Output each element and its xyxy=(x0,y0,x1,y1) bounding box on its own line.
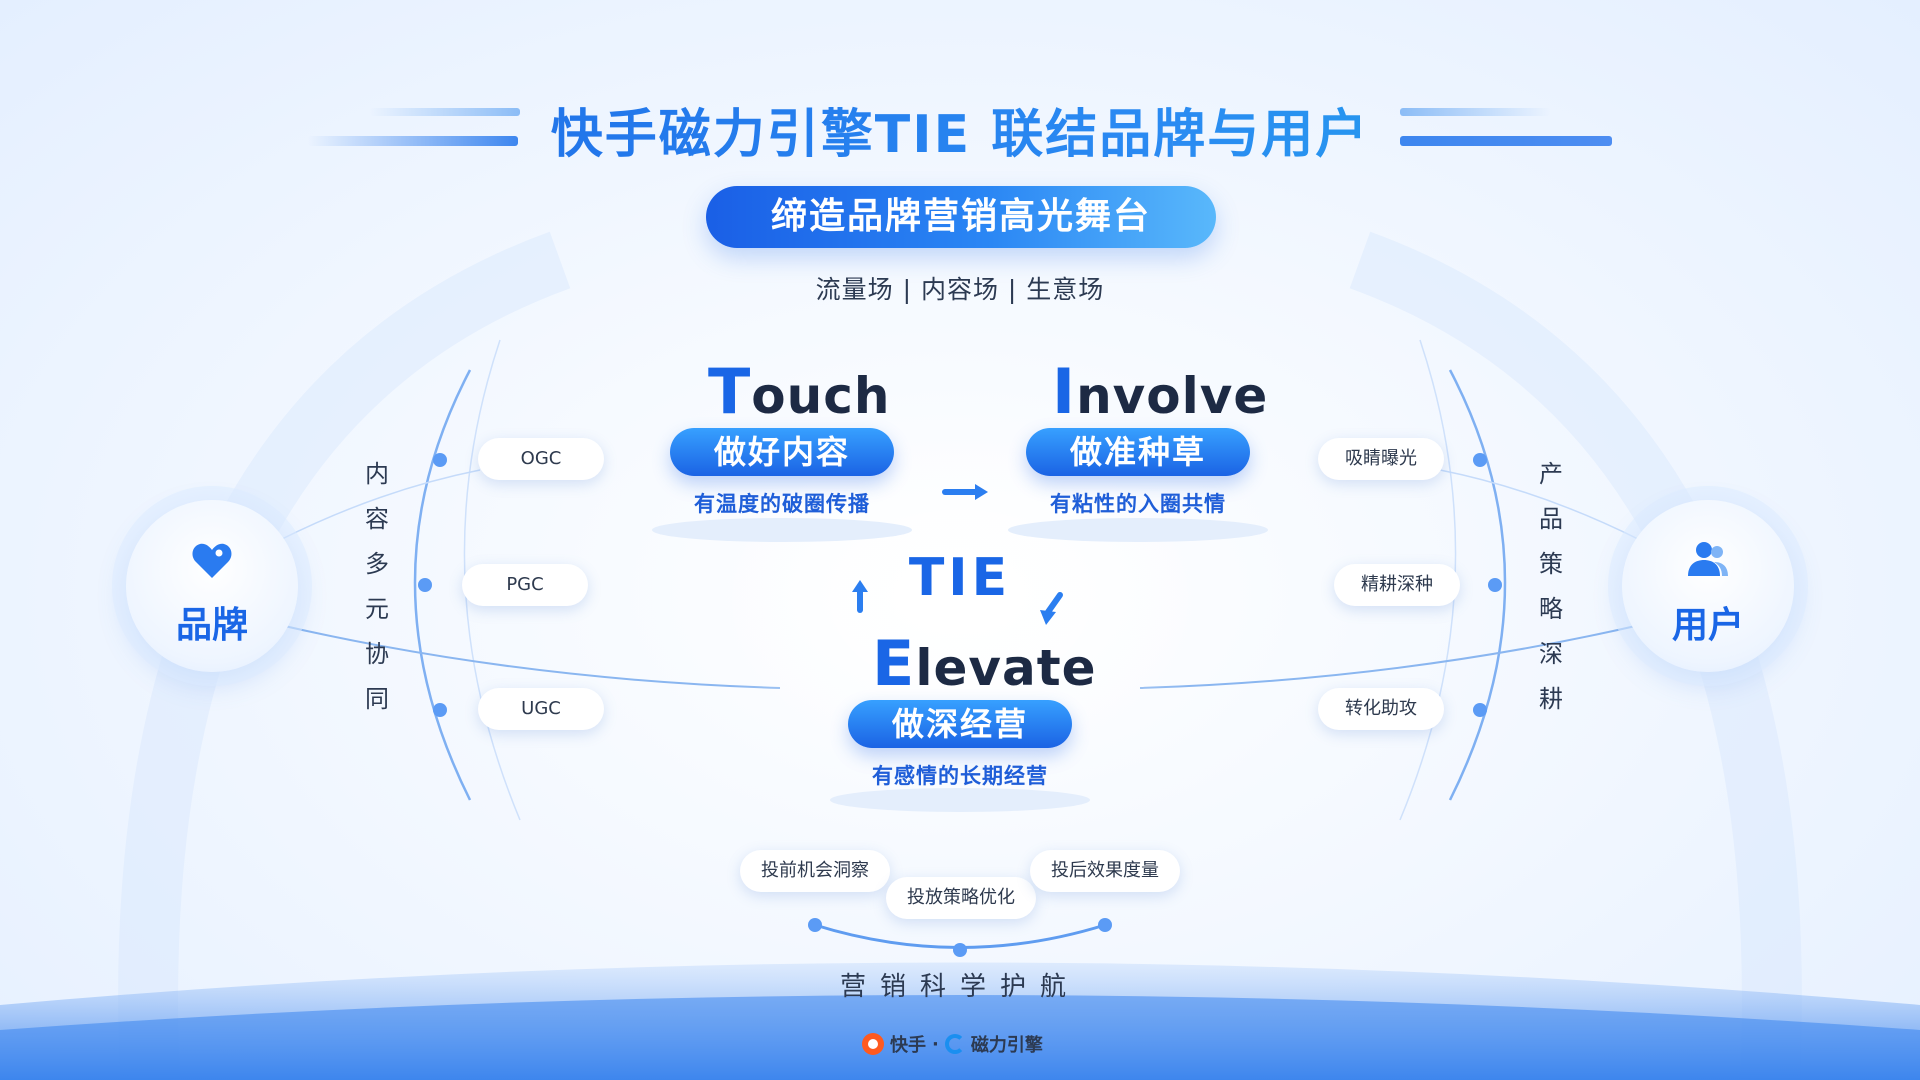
title-decor-left-top xyxy=(370,108,520,116)
tag-ogc: OGC xyxy=(478,438,604,480)
touch-pill: 做好内容 xyxy=(670,428,894,476)
cili-logo-icon xyxy=(944,1034,965,1054)
involve-word: Involve xyxy=(1052,355,1268,428)
user-circle: 用户 xyxy=(1622,500,1794,672)
user-label: 用户 xyxy=(1671,605,1744,646)
tag-post-measure: 投后效果度量 xyxy=(1030,850,1180,892)
heart-tag-icon xyxy=(192,543,232,578)
elevate-cap: E xyxy=(872,627,916,700)
footer-separator: · xyxy=(932,1033,939,1055)
node-dot xyxy=(953,943,967,957)
left-vertical-text: 内 容 多 元 协 同 xyxy=(365,460,389,713)
page-title: 快手磁力引擎TIE 联结品牌与用户 xyxy=(0,92,1920,167)
brand-label: 品牌 xyxy=(175,605,248,646)
tag-attention: 吸睛曝光 xyxy=(1318,438,1444,480)
tag-pgc: PGC xyxy=(462,564,588,606)
tag-deep-cultivation: 精耕深种 xyxy=(1334,564,1460,606)
right-vertical-text: 产 品 策 略 深 耕 xyxy=(1539,460,1563,713)
users-icon xyxy=(1688,542,1728,576)
tag-pre-insight: 投前机会洞察 xyxy=(740,850,890,892)
tie-center-label: TIE xyxy=(908,548,1012,608)
involve-rest: nvolve xyxy=(1076,367,1269,425)
touch-cap: T xyxy=(708,355,752,428)
elevate-word: Elevate xyxy=(872,627,1097,700)
tag-ugc: UGC xyxy=(478,688,604,730)
kuaishou-logo-icon xyxy=(862,1033,884,1055)
tag-strategy-optimize: 投放策略优化 xyxy=(886,877,1036,919)
touch-word: Touch xyxy=(708,355,890,428)
footer-logos: 快手 · 磁力引擎 xyxy=(862,1030,1043,1058)
elevate-desc: 有感情的长期经营 xyxy=(872,764,1048,788)
brand-circle: 品牌 xyxy=(126,500,298,672)
stage-banner: 缔造品牌营销高光舞台 xyxy=(706,186,1216,248)
title-decor-right-top xyxy=(1400,108,1550,116)
tag-conversion: 转化助攻 xyxy=(1318,688,1444,730)
node-dot xyxy=(808,918,822,932)
involve-pill: 做准种草 xyxy=(1026,428,1250,476)
touch-desc: 有温度的破圈传播 xyxy=(694,492,870,516)
elevate-pill: 做深经营 xyxy=(848,700,1072,748)
marketing-science-label: 营销科学护航 xyxy=(839,972,1080,1002)
title-decor-right xyxy=(1400,136,1612,146)
elevate-rest: levate xyxy=(915,639,1097,697)
footer-brand1: 快手 xyxy=(890,1035,926,1056)
involve-cap: I xyxy=(1052,355,1077,428)
scene-subtitle: 流量场 | 内容场 | 生意场 xyxy=(815,275,1105,304)
involve-desc: 有粘性的入圈共情 xyxy=(1050,492,1226,516)
node-dot xyxy=(1098,918,1112,932)
footer-brand2: 磁力引擎 xyxy=(970,1035,1043,1056)
title-decor-left xyxy=(308,136,518,146)
touch-rest: ouch xyxy=(751,367,891,425)
